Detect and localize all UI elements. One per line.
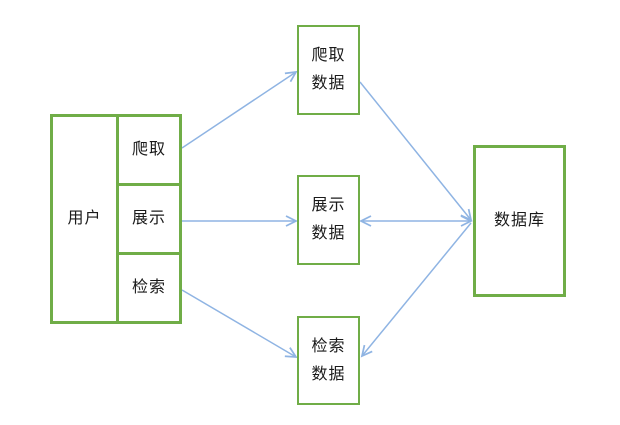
user-action-search: 检索 <box>119 255 179 321</box>
user-action-crawl: 爬取 <box>119 117 179 186</box>
crawl-data-node: 爬取数据 <box>297 25 360 115</box>
user-node: 用户 爬取 展示 检索 <box>50 114 182 324</box>
edge-crawl-to-crawldata <box>181 70 298 149</box>
search-data-label: 检索数据 <box>311 337 346 383</box>
edge-database-to-searchdata <box>360 222 472 358</box>
user-node-label: 用户 <box>67 210 102 227</box>
user-action-display: 展示 <box>119 186 179 255</box>
database-node: 数据库 <box>473 145 566 297</box>
edge-search-to-searchdata <box>181 289 298 358</box>
crawl-data-label: 爬取数据 <box>311 47 346 92</box>
user-node-label-cell: 用户 <box>53 117 119 321</box>
display-data-label: 展示数据 <box>311 197 346 242</box>
user-action-cells: 爬取 展示 检索 <box>119 117 179 321</box>
search-data-node: 检索数据 <box>297 316 360 405</box>
user-action-search-label: 检索 <box>131 279 166 296</box>
display-data-node: 展示数据 <box>297 175 360 265</box>
database-label: 数据库 <box>493 212 545 229</box>
edge-crawldata-to-database <box>359 81 473 222</box>
user-action-display-label: 展示 <box>131 210 166 227</box>
user-action-crawl-label: 爬取 <box>131 141 166 158</box>
